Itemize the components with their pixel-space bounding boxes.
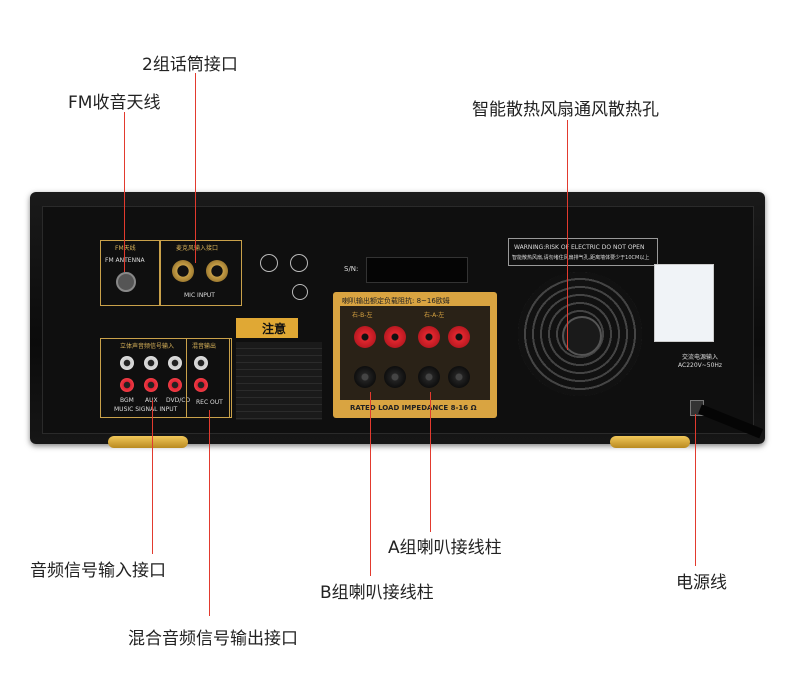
warning-en: WARNING:RISK OF ELECTRIC DO NOT OPEN bbox=[514, 244, 645, 251]
speaker-a-left-black-post[interactable] bbox=[448, 366, 470, 388]
speaker-b-right-red-post[interactable] bbox=[354, 326, 376, 348]
fan-leader-line bbox=[567, 120, 568, 350]
dvd-left-jack[interactable] bbox=[168, 356, 182, 370]
bgm-right-jack[interactable] bbox=[120, 378, 134, 392]
rec-out-left-jack[interactable] bbox=[194, 356, 208, 370]
speaker-b-left-red-post[interactable] bbox=[384, 326, 406, 348]
power-cord-callout: 电源线 bbox=[676, 573, 727, 593]
fan-vent-callout: 智能散热风扇通风散热孔 bbox=[472, 100, 659, 120]
speaker-a-callout: A组喇叭接线柱 bbox=[388, 538, 502, 558]
speaker-header: 喇叭输出额定负载阻抗: 8~16欧姆 bbox=[342, 297, 450, 305]
mic-interface-callout: 2组话筒接口 bbox=[142, 55, 238, 75]
dvd-right-jack[interactable] bbox=[168, 378, 182, 392]
rated-load-label: RATED LOAD IMPEDANCE 8-16 Ω bbox=[350, 404, 477, 412]
fm-label-cn: FM天线 bbox=[115, 245, 136, 252]
sn-plate bbox=[366, 257, 468, 283]
rec-out-panel bbox=[186, 338, 230, 418]
music-input-label: MUSIC SIGNAL INPUT bbox=[114, 406, 178, 413]
speaker-b-right-black-post[interactable] bbox=[354, 366, 376, 388]
aux-right-jack[interactable] bbox=[144, 378, 158, 392]
fm-leader-line bbox=[124, 112, 125, 272]
speaker-a-leader-line bbox=[430, 392, 431, 532]
speaker-a-right-red-post[interactable] bbox=[418, 326, 440, 348]
mixed-output-callout: 混合音频信号输出接口 bbox=[128, 629, 298, 649]
ccc-icon bbox=[292, 284, 308, 300]
dvd-label: DVD/CD bbox=[166, 397, 191, 404]
power-label-cn: 交流电源输入 bbox=[682, 354, 719, 361]
rec-out-label: REC OUT bbox=[196, 399, 223, 406]
fan-hub bbox=[562, 316, 602, 356]
input-label-cn: 立体声音频信号输入 bbox=[120, 343, 175, 350]
fm-antenna-jack[interactable] bbox=[116, 272, 136, 292]
warning-box bbox=[508, 238, 658, 266]
product-sticker bbox=[654, 264, 714, 342]
mic-label-en: MIC INPUT bbox=[184, 292, 215, 299]
warning-cn: 智能散热风扇,请勿堵住风扇排气孔,距离墙体要少于10CM以上 bbox=[512, 255, 650, 261]
speaker-a-right-black-post[interactable] bbox=[418, 366, 440, 388]
right-foot bbox=[610, 436, 690, 448]
mic-leader-line bbox=[195, 73, 196, 263]
rec-out-cn: 混音输出 bbox=[192, 343, 217, 350]
speaker-b-callout: B组喇叭接线柱 bbox=[320, 583, 434, 603]
speaker-b-left-black-post[interactable] bbox=[384, 366, 406, 388]
aux-label: AUX bbox=[145, 397, 158, 404]
speaker-b-group-label: 右-B-左 bbox=[352, 312, 373, 319]
aux-left-jack[interactable] bbox=[144, 356, 158, 370]
mic-label-cn: 麦克风输入接口 bbox=[176, 245, 219, 252]
power-spec: AC220V~50Hz bbox=[678, 362, 723, 369]
audio-input-leader-line bbox=[152, 400, 153, 554]
sn-label: S/N: bbox=[344, 265, 359, 273]
speaker-a-left-red-post[interactable] bbox=[448, 326, 470, 348]
power-leader-line bbox=[695, 414, 696, 566]
mic-panel bbox=[160, 240, 242, 306]
audio-input-callout: 音频信号输入接口 bbox=[30, 561, 166, 581]
fm-antenna-callout: FM收音天线 bbox=[68, 93, 161, 113]
fm-antenna-panel bbox=[100, 240, 160, 306]
mic1-jack[interactable] bbox=[172, 260, 194, 282]
speaker-a-group-label: 右-A-左 bbox=[424, 312, 445, 319]
rec-out-right-jack[interactable] bbox=[194, 378, 208, 392]
bgm-label: BGM bbox=[120, 397, 134, 404]
cert-icon bbox=[290, 254, 308, 272]
mixed-output-leader-line bbox=[209, 410, 210, 616]
left-foot bbox=[108, 436, 188, 448]
audio-input-panel bbox=[100, 338, 232, 418]
bgm-left-jack[interactable] bbox=[120, 356, 134, 370]
speaker-b-leader-line bbox=[370, 392, 371, 576]
notice-badge bbox=[236, 318, 298, 338]
cert-icon bbox=[260, 254, 278, 272]
mic2-jack[interactable] bbox=[206, 260, 228, 282]
notice-title: 注意 bbox=[262, 322, 287, 336]
notice-text bbox=[236, 342, 322, 420]
